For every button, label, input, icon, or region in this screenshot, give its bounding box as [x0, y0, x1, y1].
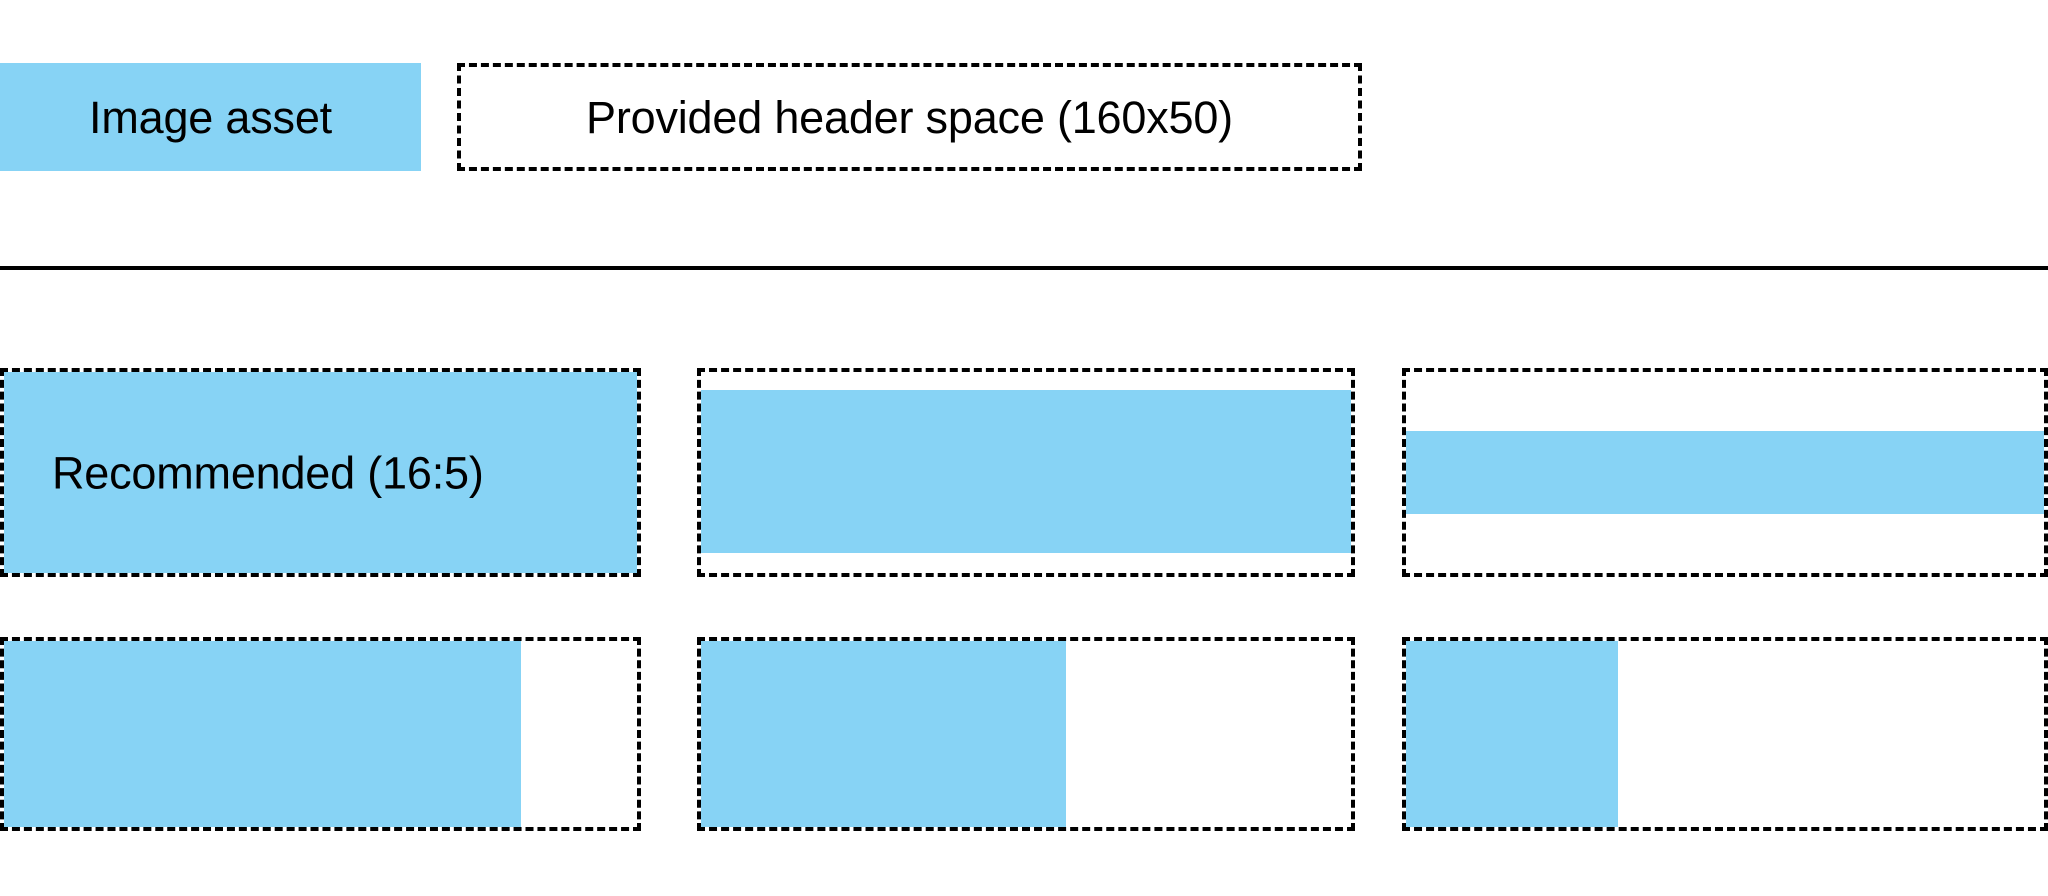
legend-image-asset-swatch: Image asset — [0, 63, 421, 171]
legend-provided-header-space-label: Provided header space (160x50) — [586, 91, 1233, 143]
legend-row: Image asset Provided header space (160x5… — [0, 63, 2048, 171]
ratio-fill-r1c1 — [4, 372, 637, 573]
ratio-cell-r2c2 — [697, 637, 1355, 831]
ratio-fill-r2c3 — [1406, 641, 1618, 827]
ratio-fill-r2c1 — [4, 641, 521, 827]
ratio-fill-r1c2 — [701, 390, 1351, 553]
ratio-caption-recommended: Recommended (16:5) — [52, 447, 484, 498]
ratio-cell-r2c1 — [0, 637, 641, 831]
ratio-fill-r2c2 — [701, 641, 1066, 827]
legend-image-asset-label: Image asset — [89, 91, 332, 143]
ratio-cell-r2c3 — [1402, 637, 2048, 831]
ratio-cell-r1c1: Recommended (16:5) — [0, 368, 641, 577]
section-divider — [0, 266, 2048, 270]
ratio-fill-r1c3 — [1406, 431, 2044, 514]
ratio-cell-r1c2 — [697, 368, 1355, 577]
legend-provided-header-space-outline: Provided header space (160x50) — [457, 63, 1362, 171]
ratio-cell-r1c3 — [1402, 368, 2048, 577]
